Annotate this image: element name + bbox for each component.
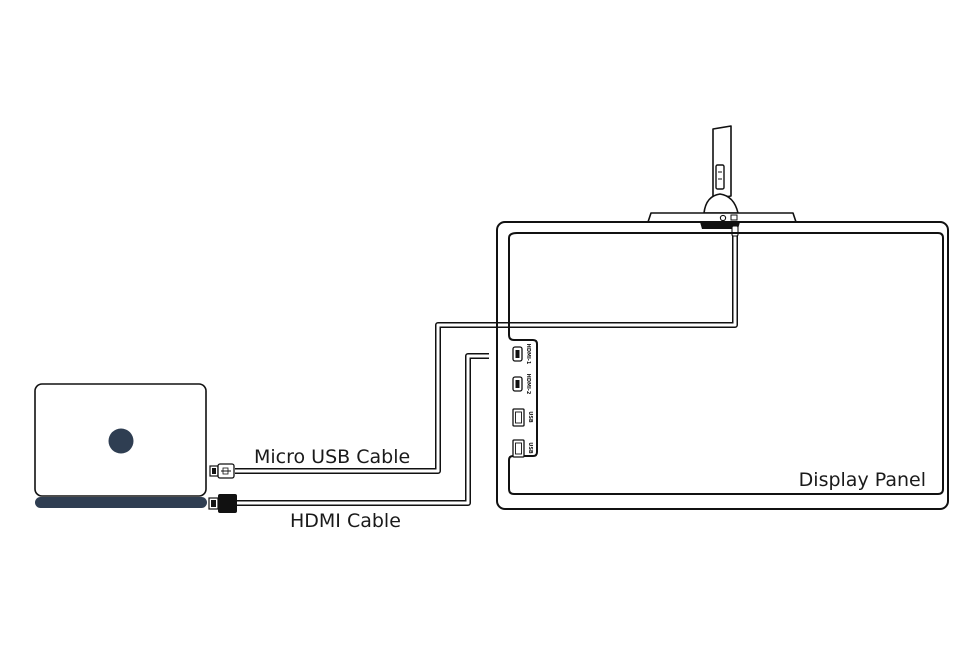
port-label-usb-1: USB [527,411,533,423]
port-hdmi-1: HDMI-1 [512,344,531,365]
port-usb-1: USB [512,408,533,427]
micro-usb-cable [235,232,738,474]
usb-connector-icon [209,463,235,479]
port-usb-2: USB [512,439,533,458]
port-hdmi-2: HDMI-2 [512,374,531,395]
hdmi-connector-icon [208,494,237,513]
display-inner-frame [508,232,944,495]
hdmi-cable-label: HDMI Cable [290,510,401,532]
port-label-hdmi-2: HDMI-2 [525,374,531,395]
display-panel-icon [496,221,949,510]
micro-usb-cable-label: Micro USB Cable [254,446,410,468]
laptop-base [35,497,207,508]
hdmi-cable [237,353,489,506]
stand-icon [647,125,797,237]
display-outer-frame [496,221,949,510]
laptop-icon [34,383,207,508]
port-label-hdmi-1: HDMI-1 [525,344,531,365]
laptop-logo [108,428,134,454]
port-label-usb-2: USB [527,442,533,454]
display-panel-label: Display Panel [799,469,926,491]
